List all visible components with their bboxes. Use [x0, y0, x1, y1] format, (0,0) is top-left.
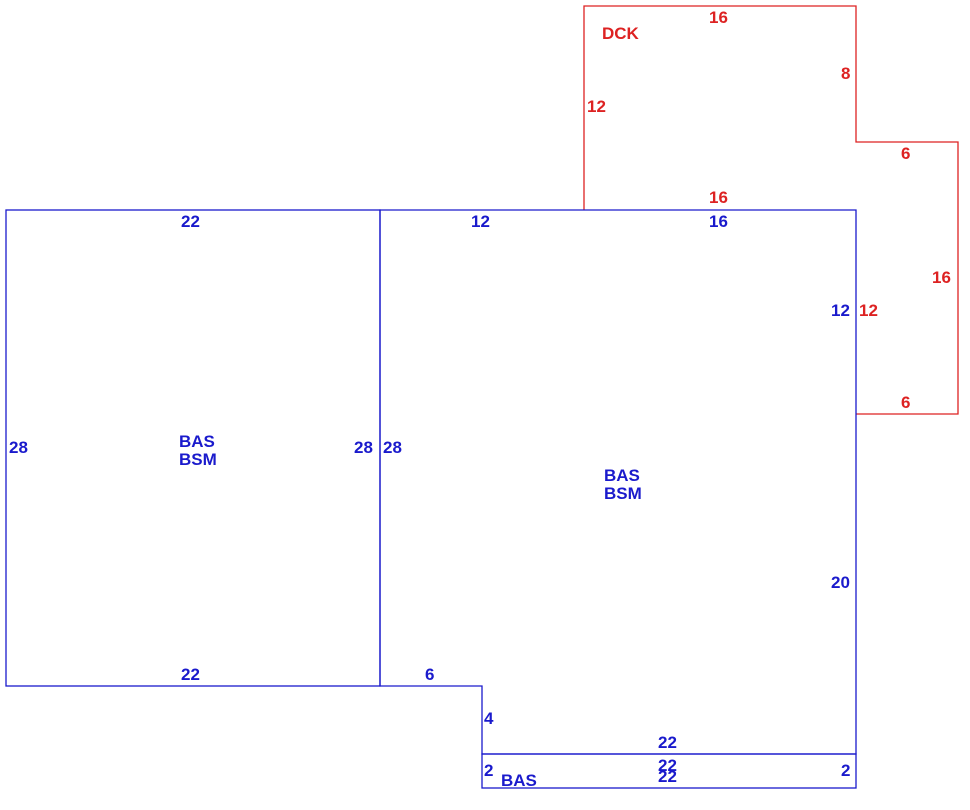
dim-deck-top: 16 [709, 8, 728, 27]
dim-strip-top-inner: 22 [658, 756, 677, 775]
right-room-label-line1: BAS [604, 466, 640, 485]
dim-deck-shelf-top: 6 [901, 144, 910, 163]
dim-left-outer: 28 [9, 438, 28, 457]
bottom-strip-label: BAS [501, 771, 537, 790]
dim-deck-outer: 16 [932, 268, 951, 287]
dim-notch-top: 6 [425, 665, 434, 684]
left-room-label-line2: BSM [179, 450, 217, 469]
bottom-strip-outline [481, 753, 857, 789]
dim-right-top-b: 16 [709, 212, 728, 231]
dim-left-inner: 28 [354, 438, 373, 457]
dim-right-inner: 28 [383, 438, 402, 457]
dim-strip-left: 2 [484, 761, 493, 780]
dim-deck-shelf-bottom: 6 [901, 393, 910, 412]
dim-left-top: 22 [181, 212, 200, 231]
dim-right-side-upper: 12 [831, 301, 850, 320]
left-room-label-line1: BAS [179, 432, 215, 451]
dim-notch-side: 4 [484, 709, 494, 728]
dim-deck-bottom: 16 [709, 188, 728, 207]
dim-strip-bottom: 22 [658, 767, 677, 786]
dim-right-side-lower: 20 [831, 573, 850, 592]
deck-label: DCK [602, 24, 640, 43]
dim-deck-step: 8 [841, 64, 850, 83]
dim-deck-left: 12 [587, 97, 606, 116]
dim-strip-top-outer: 22 [658, 733, 677, 752]
dim-left-bottom: 22 [181, 665, 200, 684]
dim-strip-right: 2 [841, 761, 850, 780]
dim-deck-inner: 12 [859, 301, 878, 320]
deck-outline [583, 5, 959, 415]
dim-right-top-a: 12 [471, 212, 490, 231]
right-room-label-line2: BSM [604, 484, 642, 503]
